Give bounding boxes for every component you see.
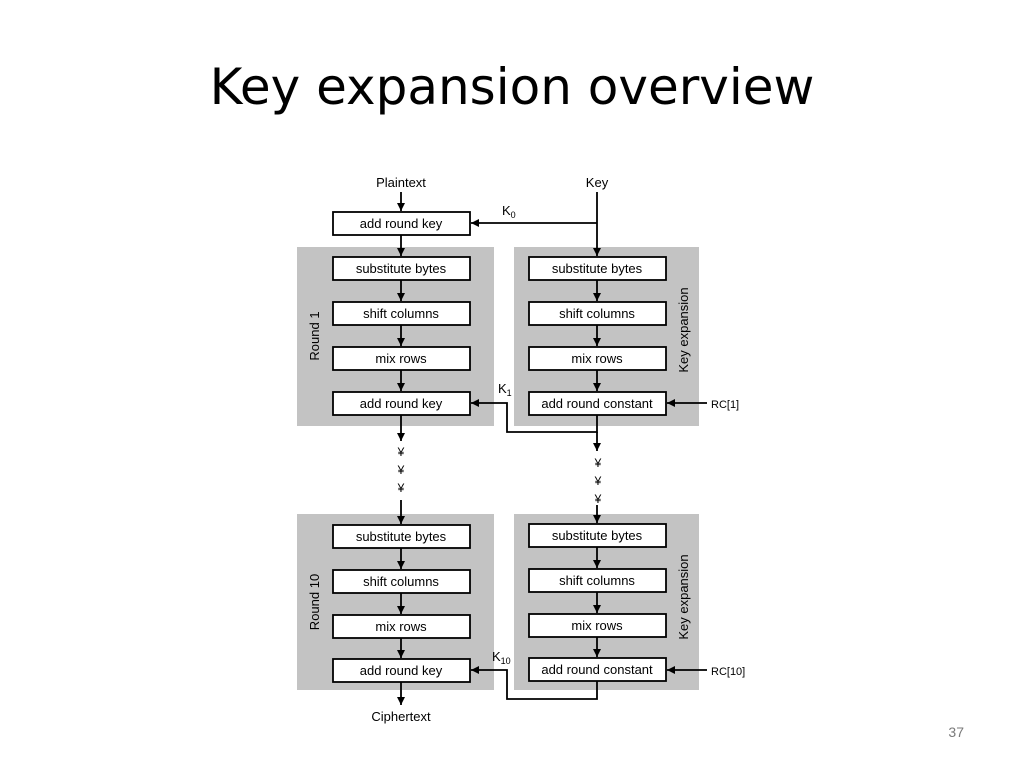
key-10-mix-rows-label: mix rows (571, 618, 623, 633)
page-number: 37 (948, 724, 964, 740)
round-10-substitute-bytes-label: substitute bytes (356, 529, 447, 544)
key-10-substitute-bytes-label: substitute bytes (552, 528, 643, 543)
key-10-shift-columns-label: shift columns (559, 573, 635, 588)
round-constant-10-label: RC[10] (711, 666, 745, 678)
key-ellipsis-1: ¥ (594, 456, 602, 470)
subkey-k0-label: K0 (502, 203, 516, 220)
round-constant-1-label: RC[1] (711, 399, 739, 411)
initial-add-round-key-label: add round key (360, 216, 443, 231)
round-10-label: Round 10 (307, 574, 322, 630)
key-1-add-round-constant-label: add round constant (541, 396, 653, 411)
slide-title: Key expansion overview (209, 58, 815, 116)
ciphertext-label: Ciphertext (371, 709, 431, 724)
round-1-substitute-bytes-label: substitute bytes (356, 261, 447, 276)
cipher-ellipsis-2: ¥ (397, 463, 405, 477)
arrow-k1-to-round-1 (471, 399, 598, 433)
round-1-add-round-key-label: add round key (360, 396, 443, 411)
arrow-k10-to-round-10 (471, 666, 598, 700)
key-label: Key (586, 175, 609, 190)
key-1-mix-rows-label: mix rows (571, 351, 623, 366)
key-ellipsis-2: ¥ (594, 474, 602, 488)
plaintext-label: Plaintext (376, 175, 426, 190)
round-10-mix-rows-label: mix rows (375, 619, 427, 634)
cipher-ellipsis-3: ¥ (397, 481, 405, 495)
round-10-shift-columns-label: shift columns (363, 574, 439, 589)
key-ellipsis-3: ¥ (594, 492, 602, 506)
key-1-shift-columns-label: shift columns (559, 306, 635, 321)
round-1-mix-rows-label: mix rows (375, 351, 427, 366)
subkey-k10-label: K10 (492, 649, 511, 666)
key-expansion-10-label: Key expansion (676, 554, 691, 639)
key-1-substitute-bytes-label: substitute bytes (552, 261, 643, 276)
round-1-label: Round 1 (307, 311, 322, 360)
subkey-k1-label: K1 (498, 381, 512, 398)
cipher-ellipsis-1: ¥ (397, 445, 405, 459)
key-expansion-1-label: Key expansion (676, 287, 691, 372)
key-10-add-round-constant-label: add round constant (541, 662, 653, 677)
round-1-shift-columns-label: shift columns (363, 306, 439, 321)
round-10-add-round-key-label: add round key (360, 663, 443, 678)
